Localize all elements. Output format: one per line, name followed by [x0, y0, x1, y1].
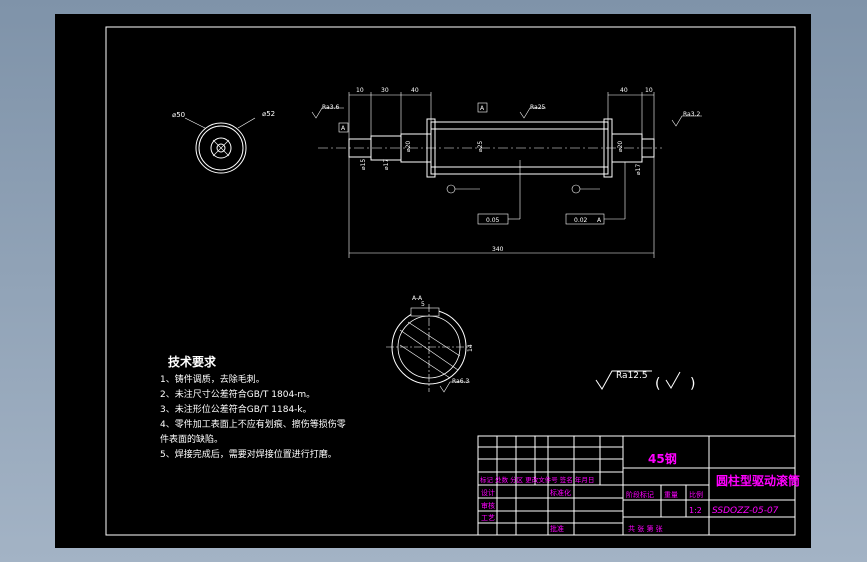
dim-label: 10	[645, 87, 653, 94]
tech-item: 5、焊接完成后，需要对焊接位置进行打磨。	[160, 448, 337, 460]
standardize-label: 标准化	[550, 488, 571, 497]
end-view: ⌀50 ⌀52	[172, 110, 275, 174]
tech-item: 件表面的缺陷。	[160, 433, 223, 445]
drawing-frame	[105, 26, 796, 536]
section-view: A-A 5 14 Ra6.3	[386, 295, 474, 393]
scale-label: 比例	[689, 490, 703, 499]
process-label: 工艺	[481, 514, 495, 522]
roughness-mid: Ra25	[530, 104, 546, 111]
dim-label: ⌀17	[635, 164, 642, 175]
overall-length: 340	[492, 246, 504, 253]
designer-label: 设计	[481, 488, 495, 497]
part-name: 圆柱型驱动滚筒	[716, 473, 800, 488]
tech-item: 2、未注尺寸公差符合GB/T 1804-m。	[160, 388, 315, 400]
tech-item: 3、未注形位公差符合GB/T 1184-k。	[160, 403, 312, 415]
title-block: 45钢 圆柱型驱动滚筒 标记 处数 分区 更改文件号 签名 年月日 设计 标准化…	[477, 435, 800, 536]
sheet-row: 共 张 第 张	[628, 524, 663, 533]
roughness-global: Ra12.5	[616, 371, 648, 381]
roughness-right: Ra3.2	[683, 111, 700, 118]
dim-label: 5	[421, 301, 425, 308]
dim-label: ⌀17	[383, 159, 390, 170]
datum-label: A	[341, 125, 346, 132]
datum-label: A	[480, 105, 485, 112]
tolerance-2-datum: A	[597, 217, 602, 224]
dim-label: 30	[381, 87, 389, 94]
tech-title: 技术要求	[168, 354, 217, 369]
scale-value: 1:2	[689, 506, 702, 515]
dim-label: 14	[467, 344, 474, 352]
dim-label: 40	[411, 87, 419, 94]
dim-label: ⌀25	[477, 141, 484, 152]
dim-label: 40	[620, 87, 628, 94]
roughness-other: (	[655, 376, 660, 392]
global-roughness: Ra12.5 ( )	[595, 370, 695, 392]
dim-label: ⌀20	[405, 141, 412, 152]
tolerance-1: 0.05	[486, 217, 500, 224]
checker-label: 审核	[481, 501, 495, 510]
tolerance-2: 0.02	[574, 217, 588, 224]
drawing-number: SSDOZZ-05-07	[712, 506, 779, 516]
roughness-left: Ra3.6	[322, 104, 339, 111]
main-view: 10 30 40 40 10 340 ⌀15 ⌀17 ⌀20 ⌀25 ⌀20 ⌀…	[311, 87, 702, 258]
stage-label: 阶段标记	[626, 490, 654, 499]
dim-label: ⌀15	[360, 159, 367, 170]
roughness-other: )	[690, 376, 695, 392]
section-label: A-A	[412, 295, 423, 302]
roughness-section: Ra6.3	[452, 378, 469, 385]
dim-label: 10	[356, 87, 364, 94]
dim-label: ⌀20	[617, 141, 624, 152]
dim-label: ⌀52	[262, 110, 275, 118]
dim-label: ⌀50	[172, 111, 185, 119]
paper	[55, 14, 811, 548]
technical-requirements: 技术要求 1、铸件调质，去除毛刺。 2、未注尺寸公差符合GB/T 1804-m。…	[160, 354, 346, 460]
header-row: 标记 处数 分区 更改文件号 签名 年月日	[480, 475, 594, 484]
material: 45钢	[648, 451, 677, 466]
weight-label: 重量	[664, 491, 678, 499]
approve-label: 批准	[550, 524, 564, 533]
tech-item: 4、零件加工表面上不应有划痕、擦伤等损伤零	[160, 418, 346, 430]
tech-item: 1、铸件调质，去除毛刺。	[160, 373, 265, 385]
